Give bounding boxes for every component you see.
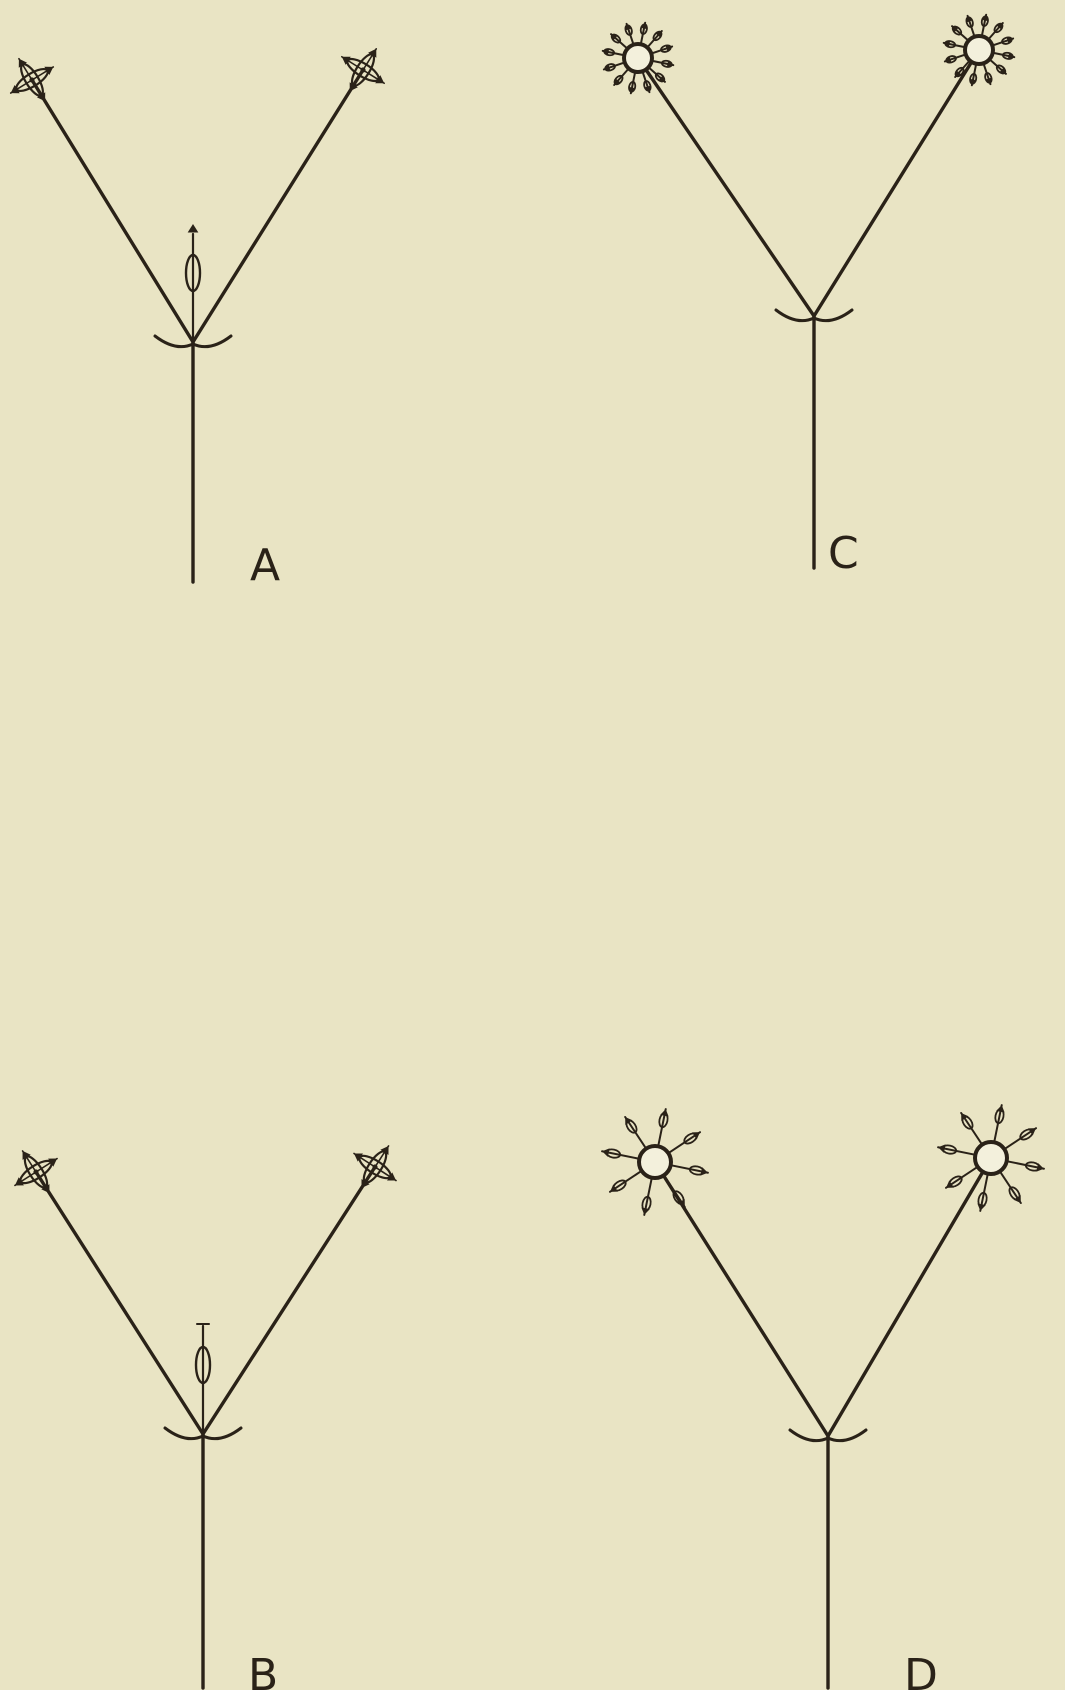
panel-label-d: D — [904, 1650, 938, 1690]
panel-label-a: A — [250, 540, 280, 591]
rosette-disc — [639, 1146, 671, 1178]
panel-label-b: B — [248, 1650, 278, 1690]
rosette-disc — [975, 1142, 1007, 1174]
panel-label-c: C — [828, 528, 859, 579]
